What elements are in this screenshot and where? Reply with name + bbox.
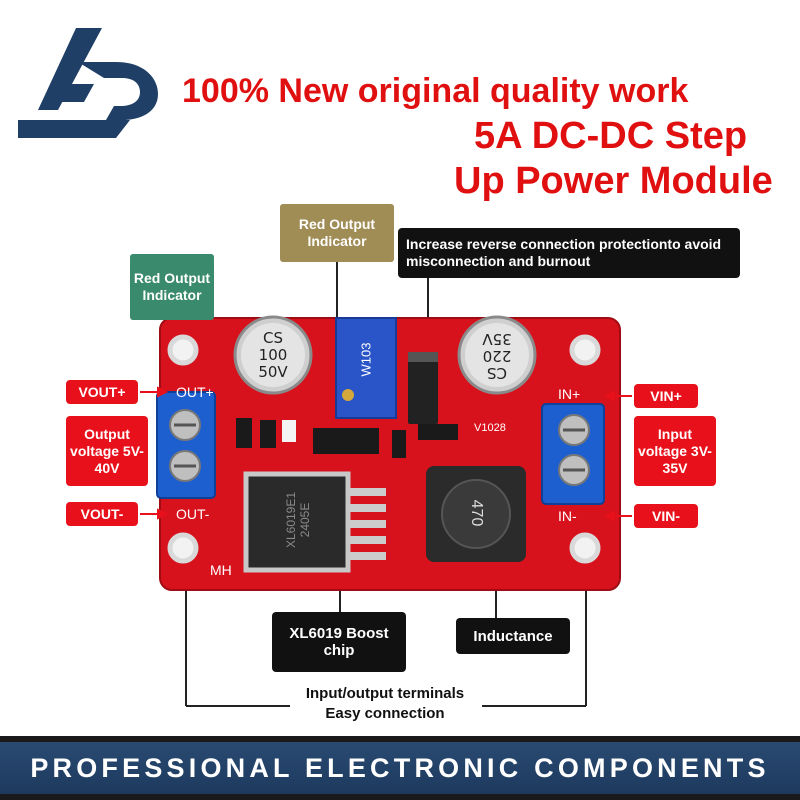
chip-marking: XL6019E1 2405E [284, 491, 312, 549]
pcb-label-out-minus: OUT- [176, 506, 210, 522]
pcb-version: V1028 [474, 422, 506, 434]
potentiometer [335, 317, 397, 419]
callout-input-voltage: Input voltage 3V-35V [634, 416, 716, 486]
callout-inductance: Inductance [456, 618, 570, 654]
footer-band [0, 742, 800, 794]
callout-boost-chip: XL6019 Boost chip [272, 612, 406, 672]
capacitor-right [457, 315, 537, 395]
pin-arrows [140, 386, 632, 522]
headline-product-line1: 5A DC-DC Step [474, 115, 748, 157]
inductor [426, 466, 526, 562]
inductor-marking: 470 [468, 499, 485, 527]
callout-output-voltage: Output voltage 5V-40V [66, 416, 148, 486]
brand-logo [18, 28, 158, 138]
callout-vin-plus: VIN+ [634, 384, 698, 408]
footer-text: PROFESSIONAL ELECTRONIC COMPONENTS [30, 752, 770, 783]
callout-reverse-protection: Increase reverse connection protectionto… [398, 228, 740, 278]
pcb-label-in-minus: IN- [558, 508, 577, 524]
xl6019-chip [243, 471, 386, 573]
potentiometer-marking: W103 [358, 342, 374, 377]
headline-product-line2: Up Power Module [454, 160, 773, 202]
callout-vin-minus: VIN- [634, 504, 698, 528]
callout-vout-minus: VOUT- [66, 502, 138, 526]
terminal-block-input [541, 403, 605, 505]
capacitor-left-marking: CS 100 50V [258, 329, 288, 381]
terminal-block-output [156, 391, 216, 499]
callout-vout-plus: VOUT+ [66, 380, 138, 404]
pcb-label-in-plus: IN+ [558, 386, 581, 402]
capacitor-right-marking: CS 220 35V [482, 330, 512, 382]
callout-red-output-indicator-left: Red Output Indicator [130, 254, 214, 320]
callout-red-output-indicator-top: Red Output Indicator [280, 204, 394, 262]
pcb-module [140, 262, 632, 707]
caption-terminals: Input/output terminals Easy connection [305, 685, 465, 722]
capacitor-left [233, 315, 313, 395]
pcb-mh: MH [210, 562, 232, 578]
headline-quality: 100% New original quality work [182, 72, 689, 110]
pcb-label-out-plus: OUT+ [176, 384, 214, 400]
